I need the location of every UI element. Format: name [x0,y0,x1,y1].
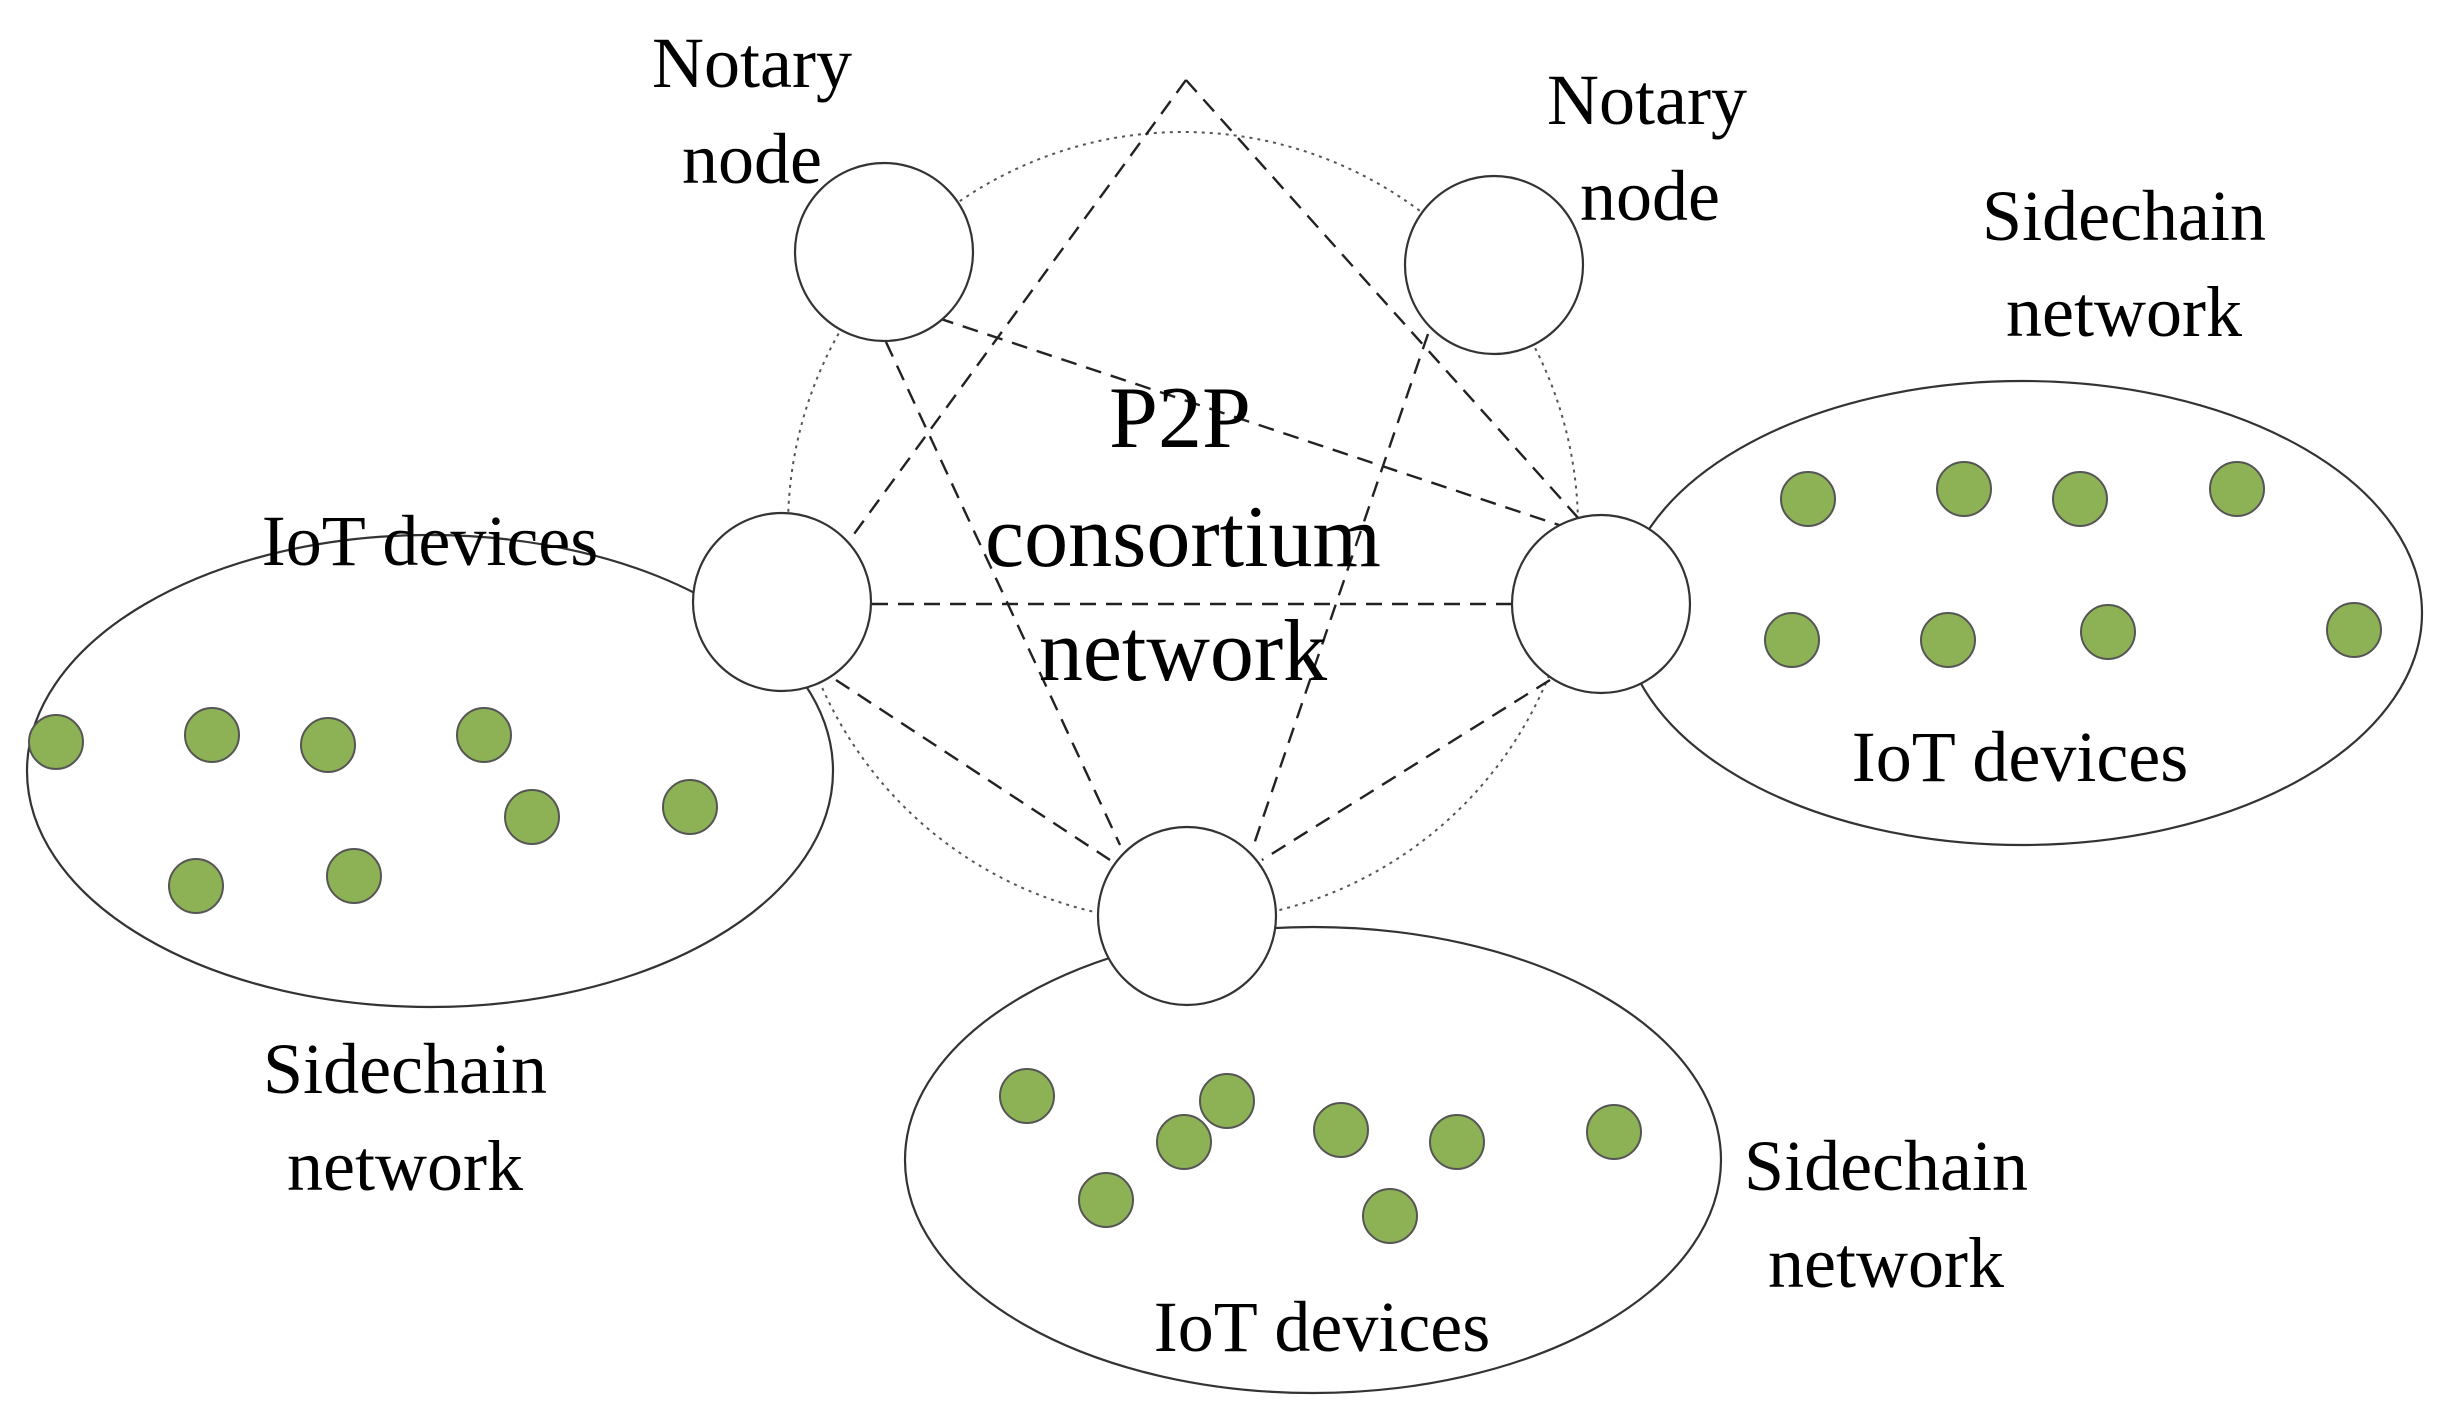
sidechain-right-label-line2: network [2006,272,2242,352]
iot-device-dot [168,858,224,914]
notary-right-label-line2: node [1580,156,1720,236]
sidechain-left-label-line2: network [287,1126,523,1206]
iot-device-dot [1199,1073,1255,1129]
iot-device-dot [999,1068,1055,1124]
iot-device-dot [1362,1188,1418,1244]
notary-left-label-line2: node [682,119,822,199]
consortium-links [835,79,1581,862]
link-top-right-to-bottom [1250,333,1430,851]
gateway-node-bottom [1096,825,1278,1007]
iot-device-dot [1429,1114,1485,1170]
gateway-node-right [1510,513,1692,695]
link-right-to-bottom [1261,678,1551,862]
iot-device-dot [1764,612,1820,668]
iot-device-dot [662,779,718,835]
iot-device-dot [326,848,382,904]
iot-device-dot [1936,461,1992,517]
iot-device-dot [2209,461,2265,517]
center-label-line2: consortium [985,489,1381,586]
link-top-left-to-bottom [884,341,1122,846]
iot-devices-right [1764,461,2382,668]
iot-device-dot [504,789,560,845]
sidechain-left-oval [25,533,835,1009]
iot-device-dot [28,714,84,770]
iot-device-dot [1156,1114,1212,1170]
iot-devices-left-label: IoT devices [262,501,599,581]
iot-device-dot [1586,1104,1642,1160]
iot-devices-right-label: IoT devices [1852,717,2189,797]
iot-devices-bottom [999,1068,1642,1244]
iot-device-dot [2326,602,2382,658]
iot-device-dot [456,707,512,763]
iot-device-dot [1078,1172,1134,1228]
link-apex-to-right [1185,79,1581,521]
sidechain-bottom-oval [903,925,1723,1395]
iot-device-dot [1920,612,1976,668]
sidechain-right-label-line1: Sidechain [1982,176,2266,256]
link-left-to-bottom [835,678,1111,862]
notary-node-left [793,161,975,343]
link-apex-to-left [845,79,1187,546]
iot-devices-bottom-label: IoT devices [1154,1287,1491,1367]
notary-node-right [1403,174,1585,356]
iot-device-dot [184,707,240,763]
sidechain-bottom-label-line2: network [1768,1223,2004,1303]
link-top-left-to-right [937,316,1581,534]
center-label-line3: network [1039,603,1327,700]
iot-device-dot [1780,471,1836,527]
iot-device-dot [2052,471,2108,527]
gateway-node-left [691,511,873,693]
notary-right-label-line1: Notary [1547,60,1747,140]
iot-device-dot [1313,1102,1369,1158]
sidechain-bottom-label-line1: Sidechain [1744,1126,2028,1206]
notary-left-label-line1: Notary [652,23,852,103]
iot-devices-left [28,707,718,914]
iot-device-dot [2080,604,2136,660]
sidechain-left-label-line1: Sidechain [263,1029,547,1109]
center-label-line1: P2P [1109,370,1251,467]
iot-device-dot [300,717,356,773]
